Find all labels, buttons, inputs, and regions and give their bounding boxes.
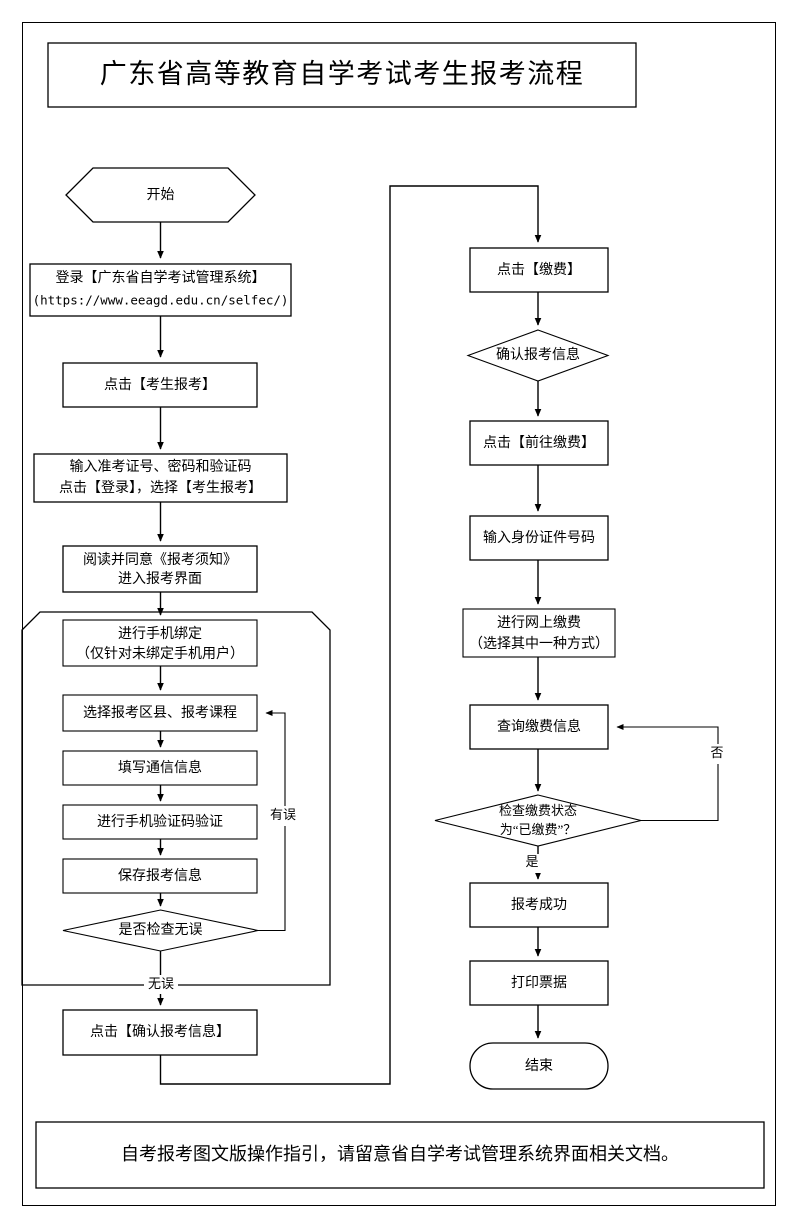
- node-select-region-label: 选择报考区县、报考课程: [83, 705, 237, 721]
- node-end-label: 结束: [525, 1058, 553, 1074]
- footer-note-box: 自考报考图文版操作指引，请留意省自学考试管理系统界面相关文档。: [35, 1121, 765, 1189]
- node-confirm-info: 点击【确认报考信息】: [62, 1009, 258, 1056]
- node-credentials-line1: 输入准考证号、密码和验证码: [70, 458, 252, 475]
- node-verify-sms-label: 进行手机验证码验证: [97, 814, 223, 830]
- node-read-notice-line1: 阅读并同意《报考须知》: [83, 551, 237, 568]
- node-verify-sms: 进行手机验证码验证: [62, 804, 258, 840]
- edge-error-loop: 有误: [258, 710, 300, 932]
- edge-not-paid-loop-label: 否: [710, 745, 723, 760]
- node-pay-status-line2: 为“已缴费”？: [500, 822, 577, 837]
- edge-no-error-label: 无误: [148, 976, 174, 991]
- node-online-pay-line1: 进行网上缴费: [497, 615, 581, 631]
- node-save-info: 保存报考信息: [62, 858, 258, 894]
- node-save-info-label: 保存报考信息: [118, 867, 202, 884]
- node-login-line2: (https://www.eeagd.edu.cn/selfec/): [33, 293, 289, 308]
- node-read-notice-line2: 进入报考界面: [118, 571, 202, 587]
- node-online-pay-line2: （选择其中一种方式）: [469, 636, 609, 652]
- node-apply-success: 报考成功: [469, 882, 609, 928]
- node-online-pay: 进行网上缴费 （选择其中一种方式）: [462, 608, 616, 658]
- node-login-system: 登录【广东省自学考试管理系统】 (https://www.eeagd.edu.c…: [29, 263, 292, 317]
- node-end: 结束: [469, 1042, 609, 1090]
- edge-confirm-info-to-click-pay: [159, 185, 542, 1085]
- node-credentials: 输入准考证号、密码和验证码 点击【登录】，选择【考生报考】: [33, 453, 288, 503]
- node-login-line1: 登录【广东省自学考试管理系统】: [56, 270, 266, 286]
- node-select-region: 选择报考区县、报考课程: [62, 694, 258, 732]
- phone-binding-group-outline: [21, 611, 331, 986]
- edge-error-loop-label: 有误: [270, 807, 296, 822]
- node-credentials-line2: 点击【登录】，选择【考生报考】: [59, 480, 262, 496]
- node-confirm-info-label: 点击【确认报考信息】: [90, 1023, 230, 1040]
- node-start-label: 开始: [147, 187, 175, 203]
- node-check-decision: 是否检查无误: [62, 909, 259, 952]
- edge-no-error: 无误: [144, 951, 178, 1006]
- node-print-receipt: 打印票据: [469, 960, 609, 1006]
- node-fill-contact: 填写通信信息: [62, 750, 258, 786]
- title-box: 广东省高等教育自学考试考生报考流程: [47, 42, 637, 108]
- page-border: [22, 22, 776, 1206]
- node-start: 开始: [65, 167, 256, 223]
- node-print-receipt-label: 打印票据: [511, 974, 567, 991]
- edge-paid-yes: 是: [522, 846, 544, 880]
- node-confirm-apply-info: 确认报考信息: [466, 329, 610, 382]
- node-bind-phone-line1: 进行手机绑定: [118, 626, 202, 642]
- node-input-id-number-label: 输入身份证件号码: [483, 530, 595, 546]
- node-click-goto-pay-label: 点击【前往缴费】: [483, 434, 595, 451]
- node-apply-success-label: 报考成功: [511, 897, 567, 913]
- node-pay-status-decision: 检查缴费状态 为“已缴费”？: [434, 794, 642, 847]
- page-title: 广东省高等教育自学考试考生报考流程: [100, 59, 585, 89]
- node-fill-contact-label: 填写通信信息: [118, 759, 202, 776]
- node-pay-status-line1: 检查缴费状态: [499, 803, 577, 818]
- node-click-goto-pay: 点击【前往缴费】: [469, 420, 609, 466]
- node-query-payment: 查询缴费信息: [469, 704, 609, 750]
- node-bind-phone: 进行手机绑定 （仅针对未绑定手机用户）: [62, 619, 258, 667]
- edge-not-paid-loop: 否: [616, 724, 734, 822]
- node-click-apply: 点击【考生报考】: [62, 362, 258, 408]
- node-click-apply-label: 点击【考生报考】: [104, 377, 216, 393]
- edge-paid-yes-label: 是: [525, 854, 538, 869]
- node-check-decision-label: 是否检查无误: [119, 922, 203, 938]
- node-input-id-number: 输入身份证件号码: [469, 515, 609, 561]
- node-query-payment-label: 查询缴费信息: [497, 718, 581, 735]
- footer-note-text: 自考报考图文版操作指引，请留意省自学考试管理系统界面相关文档。: [121, 1144, 679, 1164]
- node-confirm-apply-info-label: 确认报考信息: [496, 346, 580, 363]
- node-bind-phone-line2: （仅针对未绑定手机用户）: [76, 645, 244, 662]
- node-read-notice: 阅读并同意《报考须知》 进入报考界面: [62, 545, 258, 593]
- node-click-pay: 点击【缴费】: [469, 247, 609, 293]
- node-click-pay-label: 点击【缴费】: [497, 262, 581, 278]
